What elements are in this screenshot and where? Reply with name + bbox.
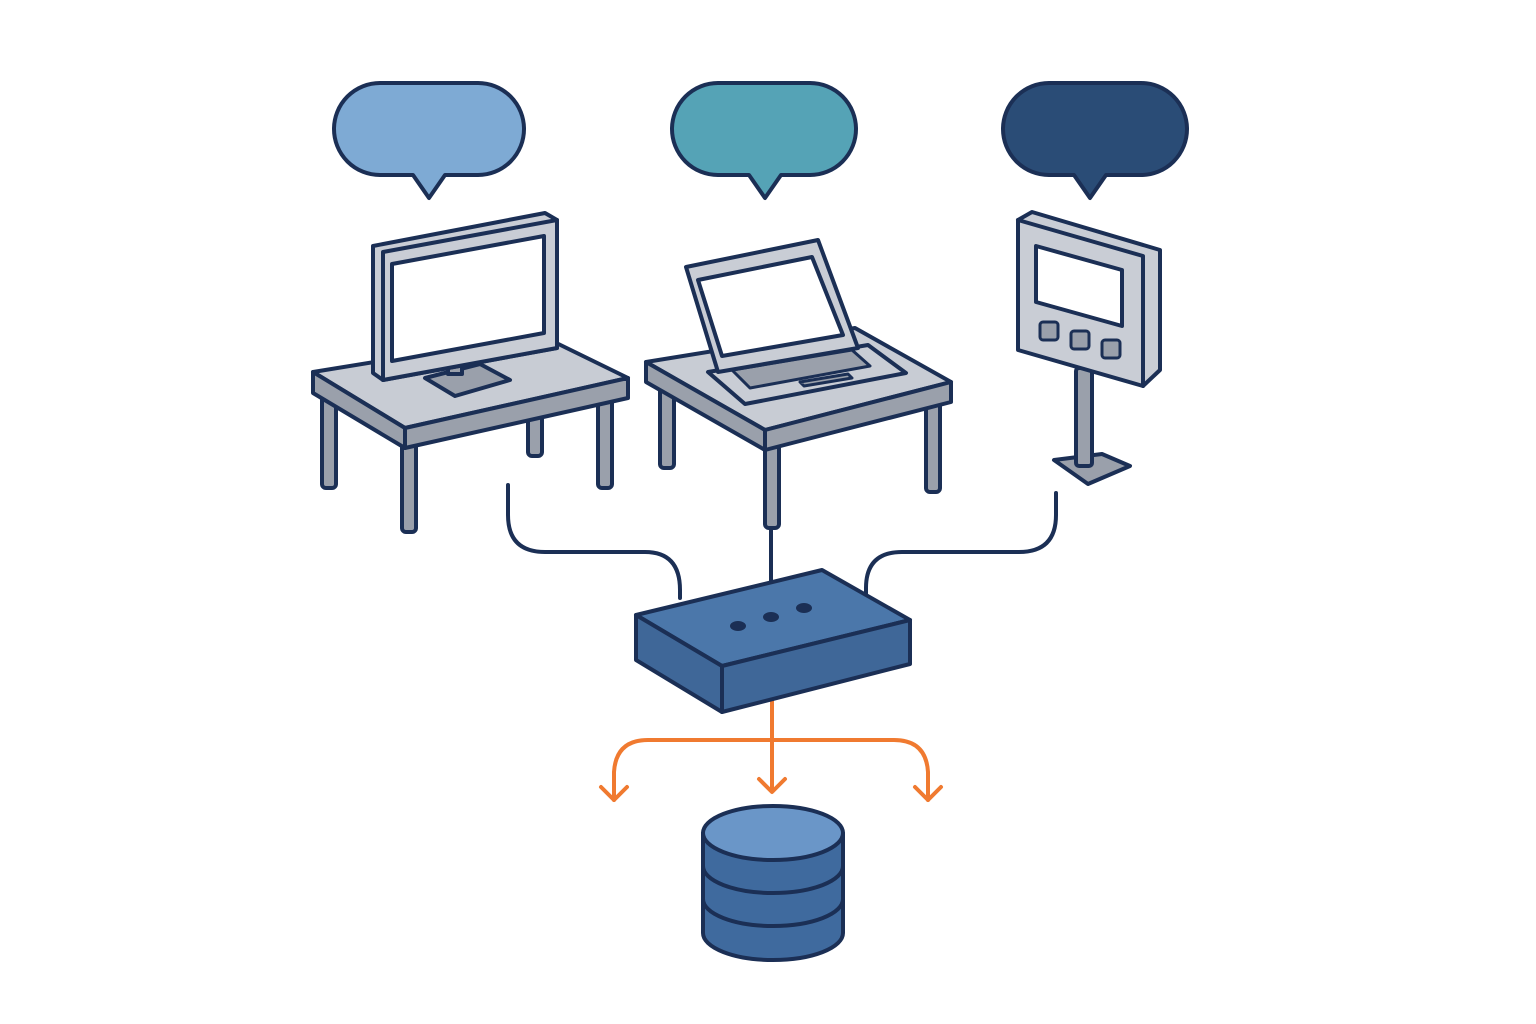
bubble-kiosk — [1001, 81, 1189, 200]
bubble-laptop — [670, 81, 858, 200]
kiosk-client — [1016, 210, 1162, 486]
desktop-monitor-icon — [371, 211, 559, 398]
database-icon — [701, 804, 845, 962]
link-kiosk-hub — [864, 491, 1058, 598]
network-hub — [634, 568, 912, 714]
down-arrow-icon — [770, 738, 943, 802]
kiosk-terminal-icon — [1016, 210, 1162, 486]
speech-bubble-icon — [670, 81, 858, 200]
hub-port — [763, 612, 779, 622]
bubble-desktop — [332, 81, 526, 200]
desktop-client — [311, 211, 630, 534]
speech-bubble-icon — [1001, 81, 1189, 200]
database — [701, 804, 845, 962]
down-arrow-icon — [757, 698, 787, 794]
link-desktop-hub — [506, 483, 682, 600]
speech-bubble-icon — [332, 81, 526, 200]
hub-port — [730, 621, 746, 631]
network-hub-icon — [634, 568, 912, 714]
hub-port — [796, 603, 812, 613]
laptop-client — [644, 238, 953, 530]
laptop-icon — [684, 238, 908, 406]
down-arrow-icon — [599, 738, 774, 802]
